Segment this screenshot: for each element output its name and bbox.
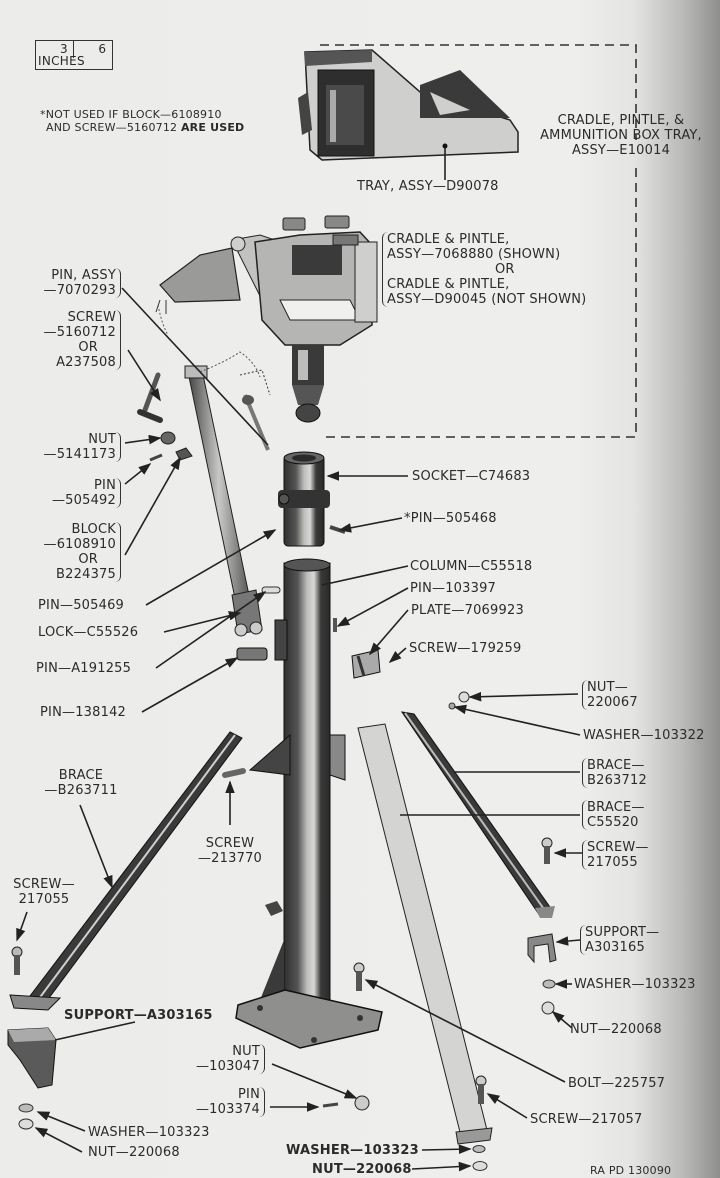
label-pin-assy: PIN, ASSY —7070293 [20,268,121,298]
nut-left-drawing [18,1118,34,1130]
label-socket: SOCKET—C74683 [412,469,531,484]
label-pin-103374: PIN —103374 [180,1087,265,1117]
pin-a191255-drawing [261,586,281,594]
brace-c55520-drawing [357,723,489,1141]
washer-left-drawing [18,1103,34,1113]
scale-unit: INCHES [38,54,85,68]
label-screw-217057: SCREW—217057 [530,1112,643,1127]
label-pin-a191255: PIN—A191255 [36,661,132,676]
washer-right-drawing [542,979,556,989]
screw-5160712-drawing [137,372,163,423]
brace-b263711-drawing [9,731,243,1011]
footnote: *NOT USED IF BLOCK—6108910 AND SCREW—516… [40,108,244,134]
pin-103374-drawing [322,1102,339,1108]
brace-b263712-drawing [400,711,555,918]
lock-rod-drawing [184,351,263,637]
label-nut-103047: NUT —103047 [180,1044,265,1074]
screw-217055-right-drawing [541,837,553,864]
label-nut-220068-bottom: NUT—220068 [312,1162,412,1177]
label-brace-c55520: BRACE— C55520 [582,800,645,830]
support-left-drawing [7,1027,57,1089]
label-washer-103323-left: WASHER—103323 [88,1125,210,1140]
socket-drawing [278,451,346,547]
washer-bottom-drawing [472,1145,486,1153]
footnote-line-2: AND SCREW—5160712 ARE USED [46,121,245,134]
scale-tick-6: 6 [98,42,106,56]
nut-103047-drawing [354,1095,370,1111]
label-assembly-e10014: CRADLE, PINTLE, & AMMUNITION BOX TRAY, A… [540,113,702,158]
pin-138142-drawing [236,647,268,661]
nut-5141173-drawing [160,431,176,445]
pin-assy-drawing [239,369,271,451]
label-pin-505469: PIN—505469 [38,598,125,613]
scale-bar: 3 6 INCHES [35,40,113,70]
label-tray: TRAY, ASSY—D90078 [357,179,499,194]
label-pin-103397: PIN—103397 [410,581,497,596]
nut-220067-drawing [458,691,470,703]
label-plate: PLATE—7069923 [411,603,524,618]
pin-103397-drawing [333,618,337,632]
label-screw-179259: SCREW—179259 [409,641,522,656]
label-support-right: SUPPORT— A303165 [580,925,659,955]
label-screw-5160712: SCREW —5160712 OR A237508 [20,310,121,370]
nut-right-drawing [541,1001,555,1015]
label-pin-505468: *PIN—505468 [404,511,497,526]
label-nut-220067: NUT— 220067 [582,680,638,710]
footnote-line-1: *NOT USED IF BLOCK—6108910 [40,108,222,121]
bolt-225757-drawing [353,962,365,991]
label-column: COLUMN—C55518 [410,559,533,574]
label-pin-138142: PIN—138142 [40,705,127,720]
label-screw-217055-right: SCREW— 217055 [582,840,649,870]
label-nut-220068-right: NUT—220068 [570,1022,662,1037]
label-lock: LOCK—C55526 [38,625,139,640]
label-nut-5141173: NUT —5141173 [20,432,121,462]
label-pin-505492: PIN —505492 [20,478,121,508]
label-block: BLOCK —6108910 OR B224375 [20,522,121,582]
screw-213770-drawing [222,768,246,778]
tray-assembly-drawing [298,49,519,161]
support-right-drawing [527,933,557,964]
plate-drawing [351,649,381,679]
label-brace-b263711: BRACE —B263711 [44,768,118,798]
screw-217057-drawing [475,1075,487,1104]
label-washer-103322: WASHER—103322 [583,728,705,743]
nut-bottom-drawing [472,1161,488,1171]
figure-id: RA PD 130090 [590,1164,672,1177]
label-nut-220068-left: NUT—220068 [88,1145,180,1160]
label-screw-213770: SCREW —213770 [197,836,263,866]
label-screw-217055-left: SCREW— 217055 [13,877,75,907]
label-washer-103323-bottom: WASHER—103323 [286,1143,419,1158]
scale-tick-3: 3 [60,42,68,56]
label-support-left: SUPPORT—A303165 [64,1008,213,1023]
scale-tick-mark [73,41,74,58]
label-brace-b263712: BRACE— B263712 [582,758,647,788]
assembly-outline [320,44,637,438]
washer-103322-drawing [448,702,456,710]
pin-505492-drawing [149,453,163,462]
screw-217055-left-drawing [11,946,23,975]
label-bolt-225757: BOLT—225757 [568,1076,666,1091]
leader-lines [16,148,582,1172]
block-drawing [175,447,193,461]
column-drawing [235,558,383,1049]
label-washer-103323-right: WASHER—103323 [574,977,696,992]
label-cradle-pintle: CRADLE & PINTLE, ASSY—7068880 (SHOWN) OR… [382,232,586,307]
cradle-pintle-drawing [155,215,378,423]
